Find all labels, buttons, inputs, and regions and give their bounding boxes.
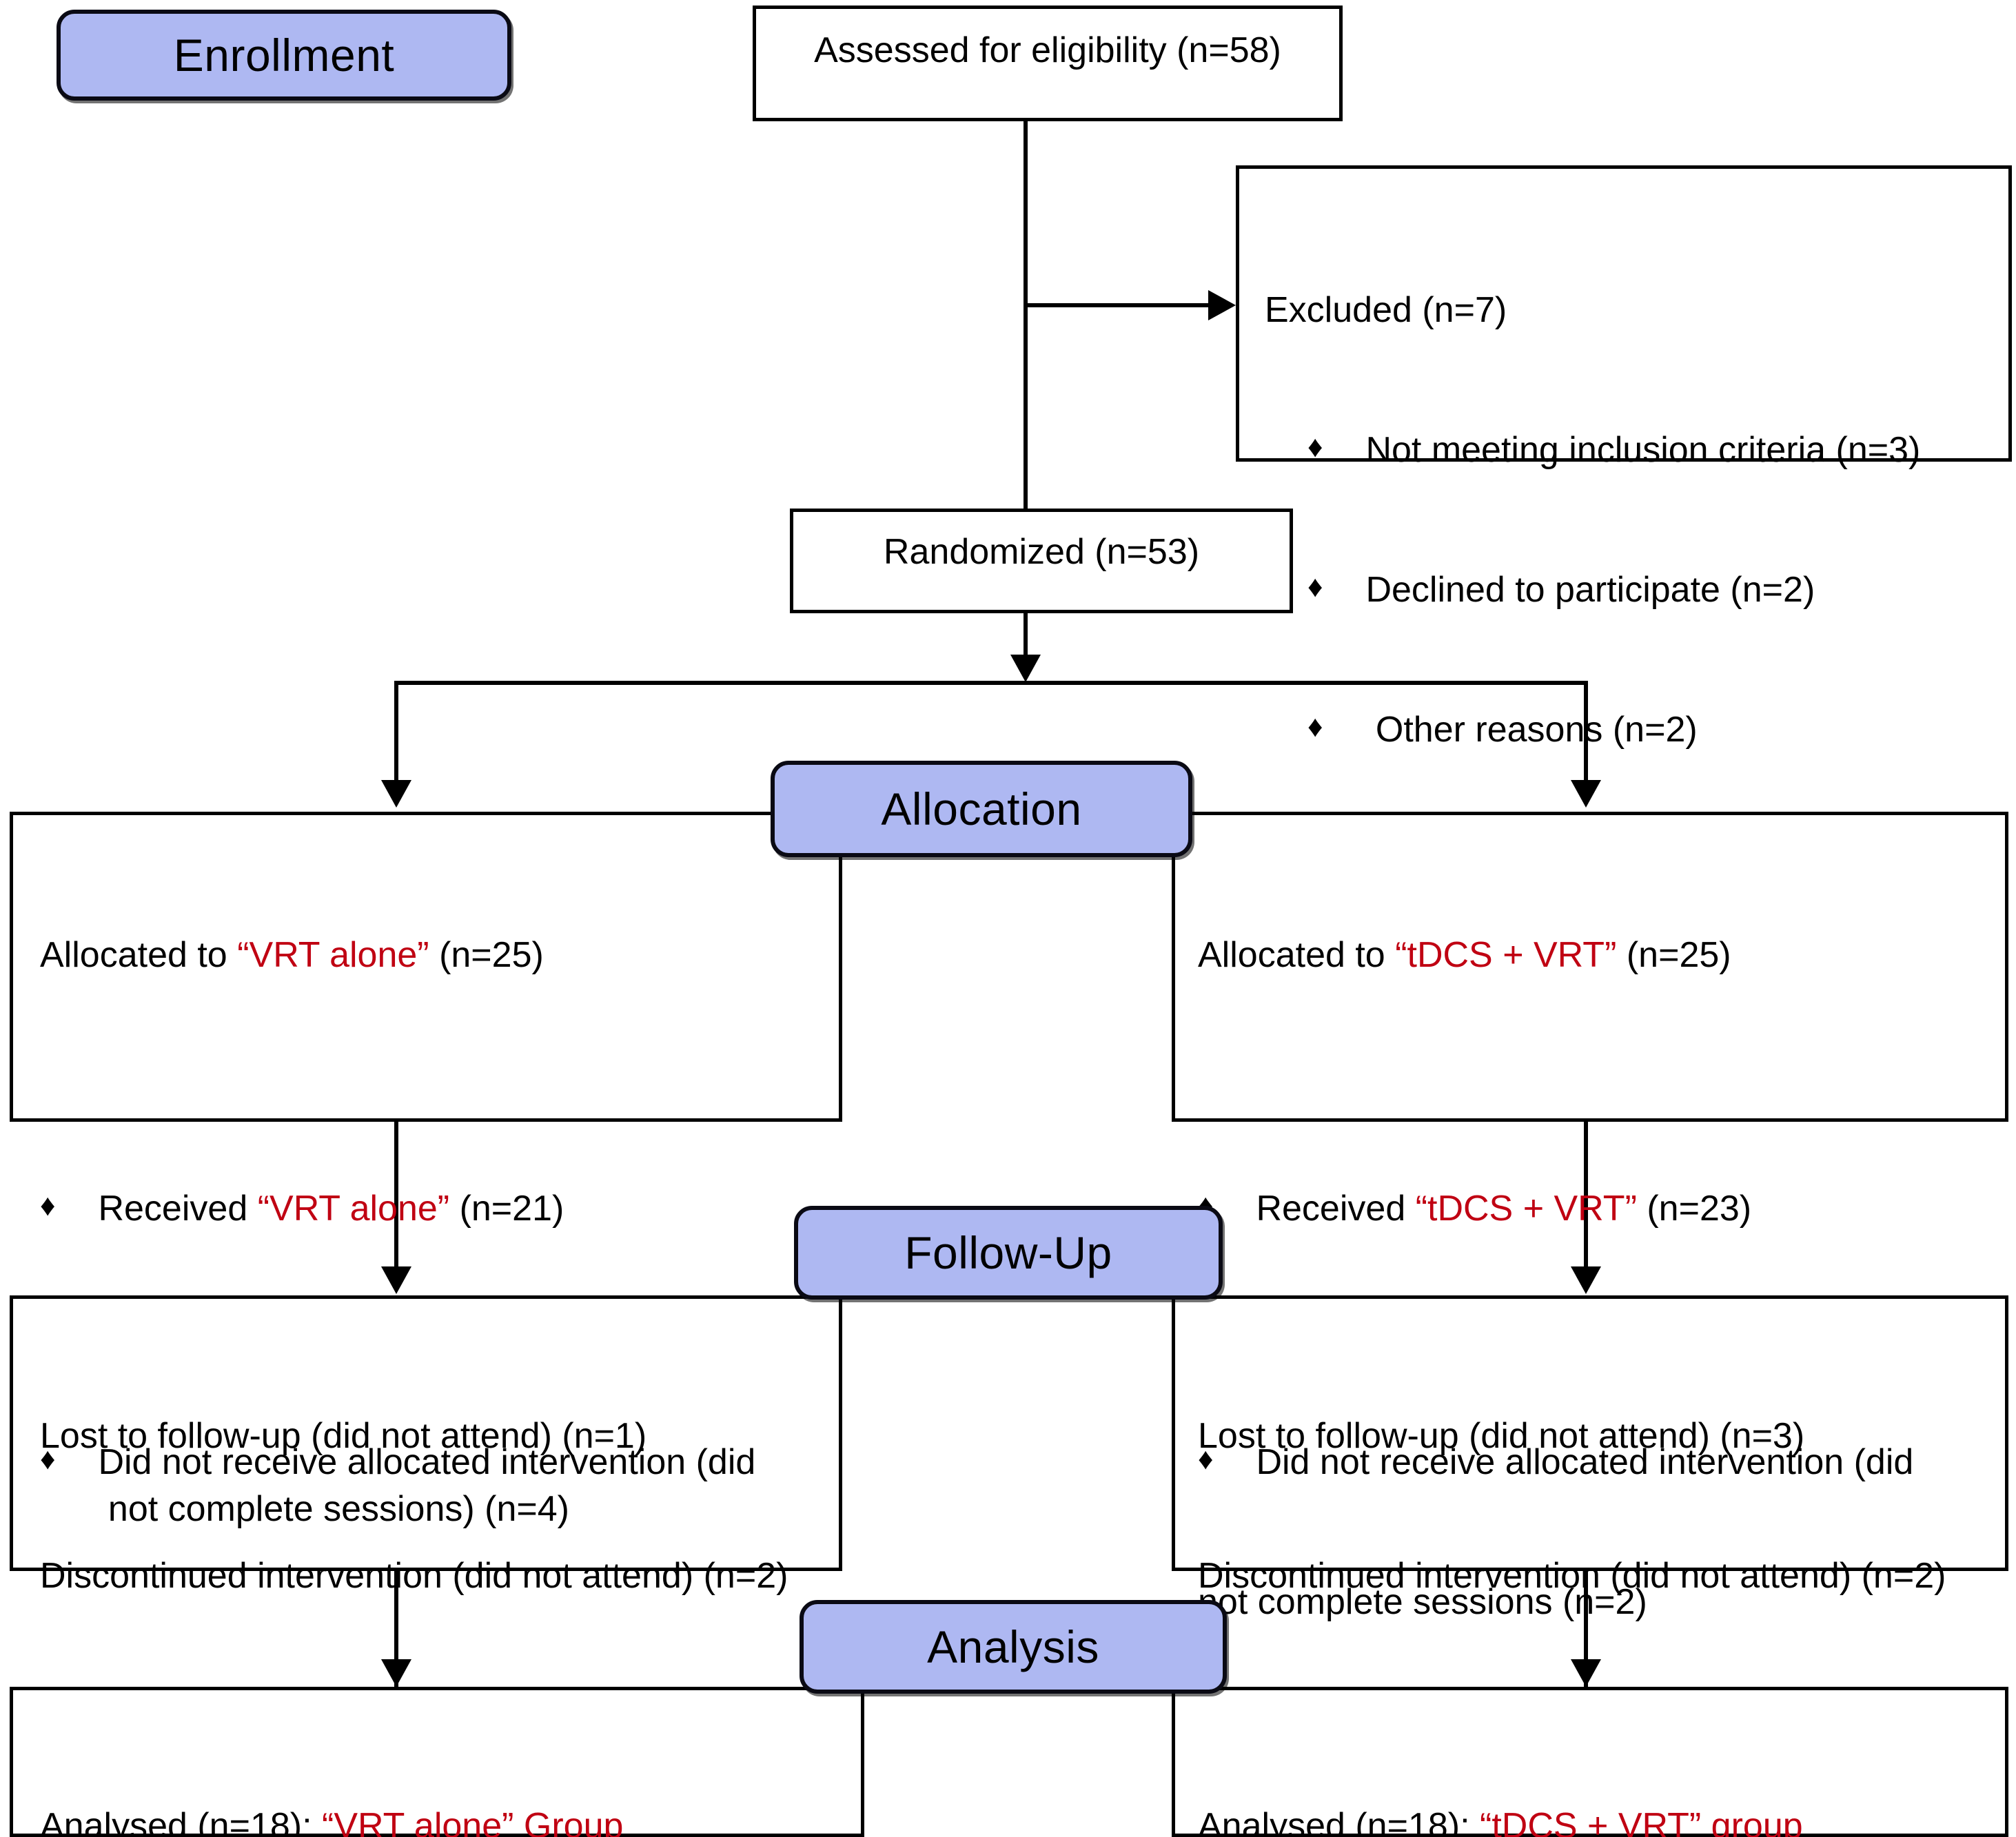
analysis-right-analysed-group: “tDCS + VRT” group: [1480, 1806, 1803, 1837]
arrow-to-left-allocation: [381, 780, 411, 808]
allocation-right-header-prefix: Allocated to: [1198, 935, 1396, 976]
allocation-right-received-label: Received “tDCS + VRT” (n=23): [1213, 1186, 1992, 1233]
allocation-right-header-group: “tDCS + VRT”: [1395, 935, 1617, 976]
allocation-left-header-suffix: (n=25): [429, 935, 544, 976]
analysis-right-content: Analysed (n=18); “tDCS + VRT” group ♦ Ex…: [1198, 1710, 1992, 1837]
stage-pill-follow-up: Follow-Up: [794, 1206, 1223, 1300]
analysis-right-box: [1172, 1687, 2008, 1837]
excluded-reason-row: ♦ Other reasons (n=2): [1265, 707, 2002, 754]
allocation-left-not-received-line1: Did not receive allocated intervention (…: [98, 1442, 756, 1483]
allocation-left-received-suffix: (n=21): [449, 1189, 564, 1229]
allocation-right-header: Allocated to “tDCS + VRT” (n=25): [1198, 932, 1992, 979]
allocation-left-header-group: “VRT alone”: [237, 935, 429, 976]
excluded-reason-row: ♦ Not meeting inclusion criteria (n=3): [1265, 427, 2002, 474]
allocation-left-not-received-line2: not complete sessions) (n=4): [98, 1488, 569, 1529]
connector-left-followup-to-analysis: [394, 1571, 398, 1690]
analysis-right-analysed: Analysed (n=18); “tDCS + VRT” group: [1198, 1803, 1992, 1837]
randomized-box: [790, 509, 1293, 613]
randomized-text: Randomized (n=53): [883, 532, 1200, 572]
excluded-reason-row: ♦ Declined to participate (n=2): [1265, 567, 2002, 614]
allocation-left-received-group: “VRT alone”: [257, 1189, 450, 1229]
analysis-left-analysed-prefix: Analysed (n=18);: [40, 1806, 323, 1837]
allocation-left-received-label: Received “VRT alone” (n=21): [55, 1186, 826, 1233]
connector-to-excluded-horizontal: [1024, 303, 1208, 307]
stage-pill-allocation-label: Allocation: [881, 783, 1082, 834]
allocation-left-not-received-label: Did not receive allocated intervention (…: [55, 1439, 826, 1532]
allocation-left-received-row: ♦ Received “VRT alone” (n=21): [40, 1186, 826, 1233]
allocation-right-received-group: “tDCS + VRT”: [1415, 1189, 1637, 1229]
allocation-right-received-row: ♦ Received “tDCS + VRT” (n=23): [1198, 1186, 1992, 1233]
analysis-left-analysed: Analysed (n=18); “VRT alone” Group: [40, 1803, 846, 1837]
followup-left-discontinued: Discontinued intervention (did not atten…: [40, 1555, 788, 1596]
excluded-reason-label: Declined to participate (n=2): [1365, 569, 1815, 610]
allocation-right-box: [1172, 812, 2008, 1122]
excluded-content: Excluded (n=7) ♦ Not meeting inclusion c…: [1265, 194, 2002, 846]
diamond-bullet-icon: ♦: [40, 1442, 56, 1477]
allocation-right-content: Allocated to “tDCS + VRT” (n=25) ♦ Recei…: [1198, 839, 1992, 1719]
arrow-right-allocation-to-followup: [1571, 1266, 1601, 1294]
analysis-left-box: [10, 1687, 864, 1837]
spacer: [1198, 1072, 1992, 1093]
allocation-right-not-received-line1: Did not receive allocated intervention (…: [1256, 1442, 1914, 1483]
spacer: [40, 1072, 826, 1093]
connector-right-followup-to-analysis: [1584, 1571, 1588, 1690]
stage-pill-analysis: Analysis: [800, 1600, 1227, 1694]
assessed-for-eligibility-text: Assessed for eligibility (n=58): [814, 30, 1281, 70]
arrow-to-excluded: [1208, 290, 1236, 320]
followup-right-content: Lost to follow-up (did not attend) (n=3)…: [1198, 1320, 1992, 1693]
analysis-left-analysed-group: “VRT alone” Group: [322, 1806, 624, 1837]
followup-right-lost: Lost to follow-up (did not attend) (n=3): [1198, 1416, 1805, 1457]
excluded-reason-label: Other reasons (n=2): [1365, 709, 1698, 750]
diamond-bullet-icon: ♦: [1307, 569, 1323, 604]
allocation-right-header-suffix: (n=25): [1616, 935, 1731, 976]
connector-split-right-vertical: [1584, 681, 1588, 784]
allocation-right-received-prefix: Received: [1256, 1189, 1416, 1229]
stage-pill-analysis-label: Analysis: [927, 1621, 1099, 1672]
followup-left-lost: Lost to follow-up (did not attend) (n=1): [40, 1416, 647, 1457]
connector-assessed-to-randomized: [1024, 121, 1028, 509]
excluded-heading: Excluded (n=7): [1265, 290, 1507, 331]
allocation-left-box: [10, 812, 842, 1122]
stage-pill-allocation: Allocation: [771, 761, 1192, 857]
excluded-reason-label: Not meeting inclusion criteria (n=3): [1365, 429, 1921, 470]
excluded-box: [1236, 165, 2012, 462]
followup-left-box: [10, 1295, 842, 1571]
diamond-bullet-icon: ♦: [1307, 429, 1323, 464]
allocation-left-content: Allocated to “VRT alone” (n=25) ♦ Receiv…: [40, 839, 826, 1626]
diamond-bullet-icon: ♦: [1198, 1442, 1214, 1477]
allocation-left-received-prefix: Received: [98, 1189, 258, 1229]
followup-right-discontinued: Discontinued intervention (did not atten…: [1198, 1555, 1946, 1596]
allocation-left-header-prefix: Allocated to: [40, 935, 238, 976]
connector-right-allocation-to-followup: [1584, 1122, 1588, 1268]
assessed-for-eligibility-box: [753, 6, 1343, 121]
allocation-right-not-received-row: ♦ Did not receive allocated intervention…: [1198, 1439, 1992, 1486]
connector-allocation-split-bar: [394, 681, 1588, 685]
allocation-right-received-suffix: (n=23): [1636, 1189, 1752, 1229]
stage-pill-enrollment-label: Enrollment: [173, 30, 395, 81]
arrow-left-allocation-to-followup: [381, 1266, 411, 1294]
diamond-bullet-icon: ♦: [40, 1189, 56, 1223]
arrow-to-right-allocation: [1571, 780, 1601, 808]
analysis-right-analysed-prefix: Analysed (n=18);: [1198, 1806, 1480, 1837]
allocation-right-not-received-label: Did not receive allocated intervention (…: [1213, 1439, 1992, 1486]
connector-split-left-vertical: [394, 681, 398, 784]
allocation-left-header: Allocated to “VRT alone” (n=25): [40, 932, 826, 979]
connector-randomized-down: [1024, 613, 1028, 659]
stage-pill-follow-up-label: Follow-Up: [904, 1227, 1112, 1278]
stage-pill-enrollment: Enrollment: [57, 10, 511, 101]
arrow-left-followup-to-analysis: [381, 1659, 411, 1687]
connector-left-allocation-to-followup: [394, 1122, 398, 1268]
arrow-right-followup-to-analysis: [1571, 1659, 1601, 1687]
followup-left-content: Lost to follow-up (did not attend) (n=1)…: [40, 1320, 826, 1693]
arrow-randomized-to-split: [1010, 655, 1041, 682]
analysis-left-content: Analysed (n=18); “VRT alone” Group ♦ Exc…: [40, 1710, 846, 1837]
diamond-bullet-icon: ♦: [1307, 709, 1323, 743]
allocation-left-not-received-row: ♦ Did not receive allocated intervention…: [40, 1439, 826, 1532]
followup-right-box: [1172, 1295, 2008, 1571]
